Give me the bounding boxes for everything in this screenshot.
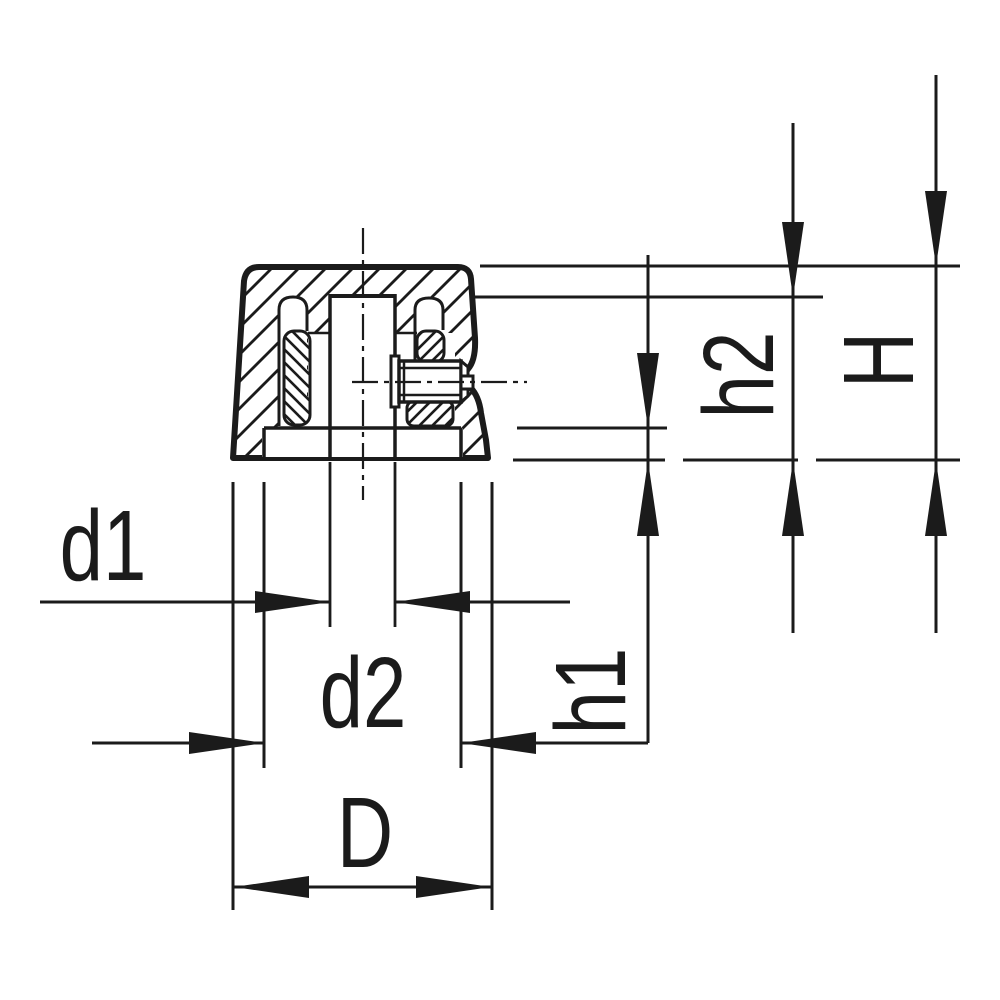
label-H: H — [824, 332, 936, 388]
center-lines — [352, 228, 527, 500]
label-d1: d1 — [60, 491, 147, 603]
label-h1: h1 — [536, 648, 648, 735]
label-d2: d2 — [320, 638, 407, 750]
dimension-arrowheads — [189, 191, 947, 898]
internal-contours — [262, 294, 463, 460]
left-insert-section — [282, 329, 312, 427]
right-lower-insert-section — [405, 399, 455, 428]
label-h2: h2 — [684, 332, 796, 419]
knob-body — [230, 228, 527, 500]
dimension-labels: d1 d2 D h1 h2 H — [60, 332, 936, 890]
right-upper-insert-section — [415, 329, 446, 364]
dimensions — [40, 75, 960, 910]
extension-lines-bottom — [231, 462, 494, 910]
label-D: D — [337, 778, 393, 890]
